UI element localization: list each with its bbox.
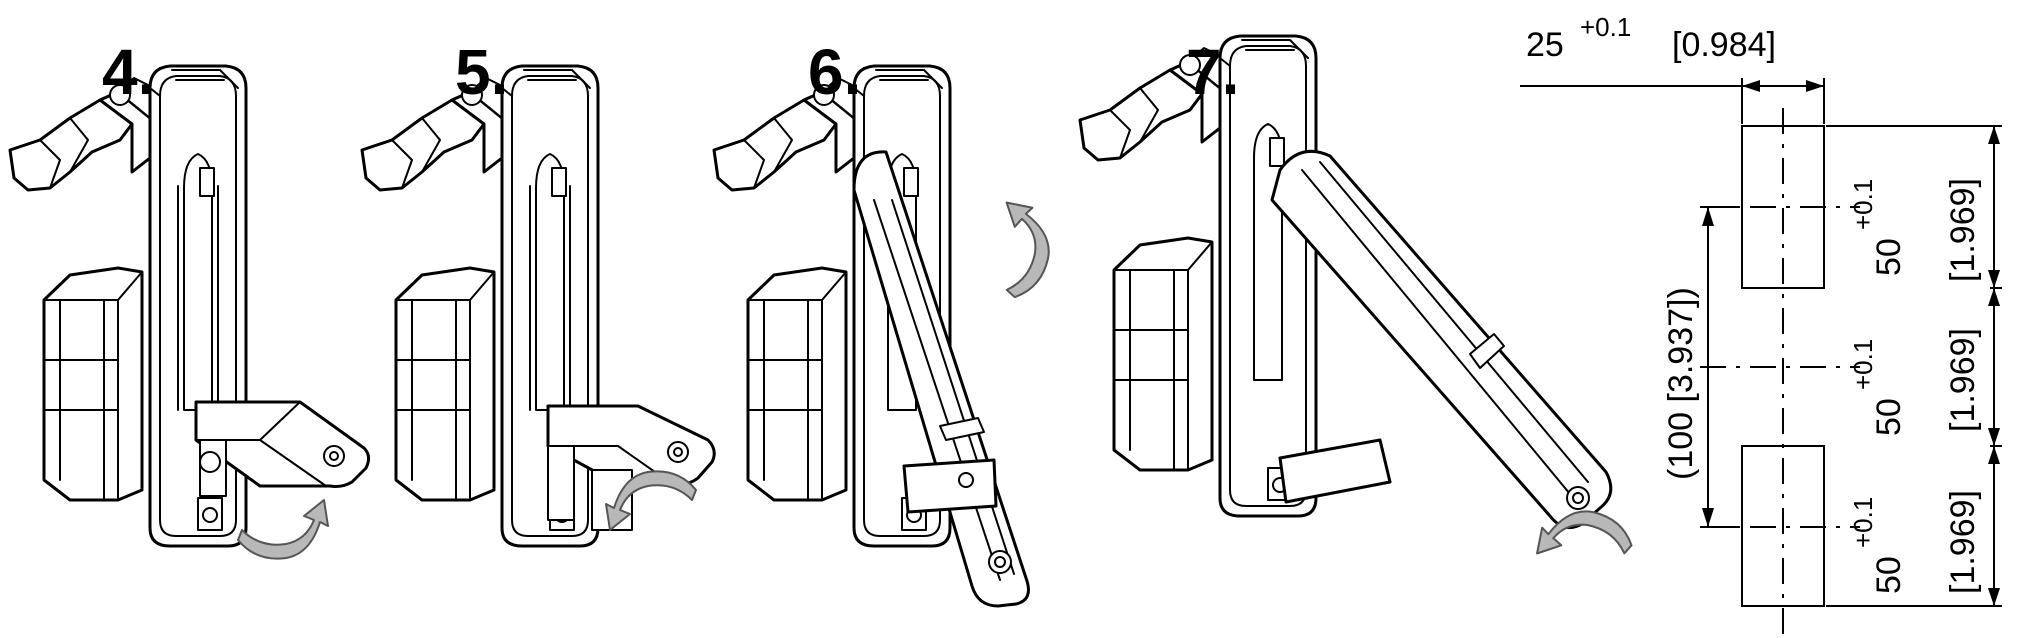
cutout-width-value: 25 — [1526, 26, 1564, 64]
step-5-label: 5. — [455, 36, 508, 108]
cutout-drawing: 25 +0.1 [0.984] (100 [3.937]) — [1520, 12, 2002, 636]
step-4-illustration — [8, 64, 371, 560]
segment-3-inch: [1.969] — [1944, 490, 1982, 594]
segment-1-tolerance: +0.1 — [1848, 179, 1878, 230]
step-6-label: 6. — [808, 36, 861, 108]
segment-1-inch: [1.969] — [1944, 178, 1982, 282]
segment-1-value: 50 — [1870, 238, 1908, 276]
segment-2-tolerance: +0.1 — [1848, 339, 1878, 390]
cutout-width-tolerance: +0.1 — [1580, 12, 1631, 42]
segment-2-value: 50 — [1870, 398, 1908, 436]
step-5-illustration — [360, 64, 716, 548]
segment-3-tolerance: +0.1 — [1848, 497, 1878, 548]
step-6-illustration — [712, 64, 1065, 608]
segment-3-value: 50 — [1870, 556, 1908, 594]
pitch-label: (100 [3.937]) — [1662, 287, 1700, 480]
step-7-label: 7. — [1186, 36, 1239, 108]
segment-2-inch: [1.969] — [1944, 328, 1982, 432]
step-4-label: 4. — [102, 36, 155, 108]
cutout-width-inch: [0.984] — [1672, 26, 1776, 64]
step-7-illustration — [1078, 34, 1639, 584]
